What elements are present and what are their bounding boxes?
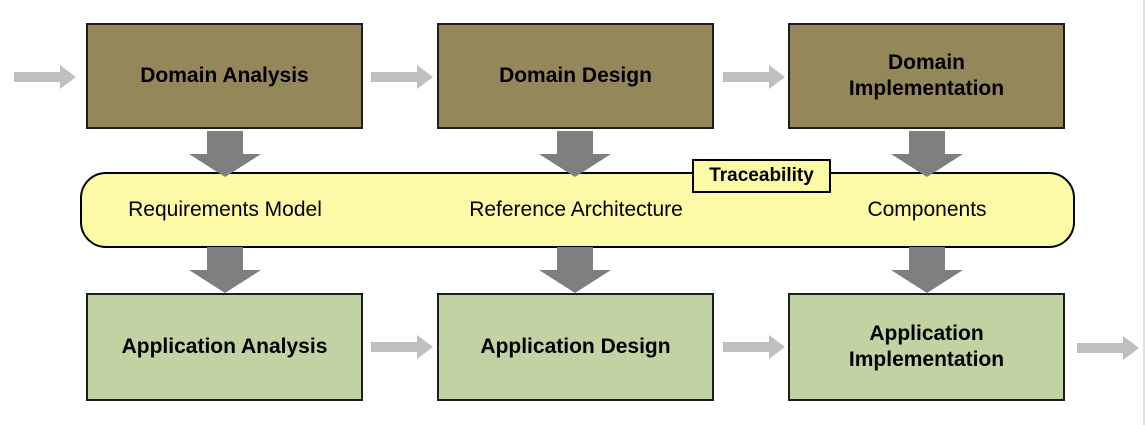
- box-label: Domain Implementation: [848, 50, 1005, 100]
- right-arrow-icon: [14, 65, 76, 89]
- down-arrow-icon: [891, 131, 963, 177]
- band-label-components: Components: [867, 198, 987, 221]
- band-label-reference-architecture: Reference Architecture: [469, 198, 683, 221]
- down-arrow-icon: [189, 247, 261, 293]
- box-domain-analysis: Domain Analysis: [86, 23, 363, 129]
- traceability-tag: Traceability: [692, 159, 831, 193]
- box-label: Application Analysis: [121, 334, 328, 358]
- box-label: Domain Analysis: [140, 63, 309, 87]
- down-arrow-icon: [539, 247, 611, 293]
- right-arrow-icon: [371, 335, 433, 359]
- right-arrow-icon: [1077, 336, 1139, 360]
- box-application-implementation: Application Implementation: [788, 293, 1065, 401]
- right-arrow-icon: [723, 335, 785, 359]
- box-domain-implementation: Domain Implementation: [788, 23, 1065, 129]
- right-arrow-icon: [723, 65, 785, 89]
- band-label-requirements-model: Requirements Model: [128, 198, 322, 221]
- box-domain-design: Domain Design: [437, 23, 714, 129]
- box-label: Domain Design: [499, 63, 652, 87]
- right-arrow-icon: [371, 65, 433, 89]
- box-application-design: Application Design: [437, 293, 714, 401]
- page-edge-line: [1143, 0, 1145, 425]
- box-application-analysis: Application Analysis: [86, 293, 363, 401]
- down-arrow-icon: [189, 131, 261, 177]
- box-label: Application Design: [480, 334, 671, 358]
- box-label: Application Implementation: [848, 321, 1005, 371]
- down-arrow-icon: [539, 131, 611, 177]
- down-arrow-icon: [891, 247, 963, 293]
